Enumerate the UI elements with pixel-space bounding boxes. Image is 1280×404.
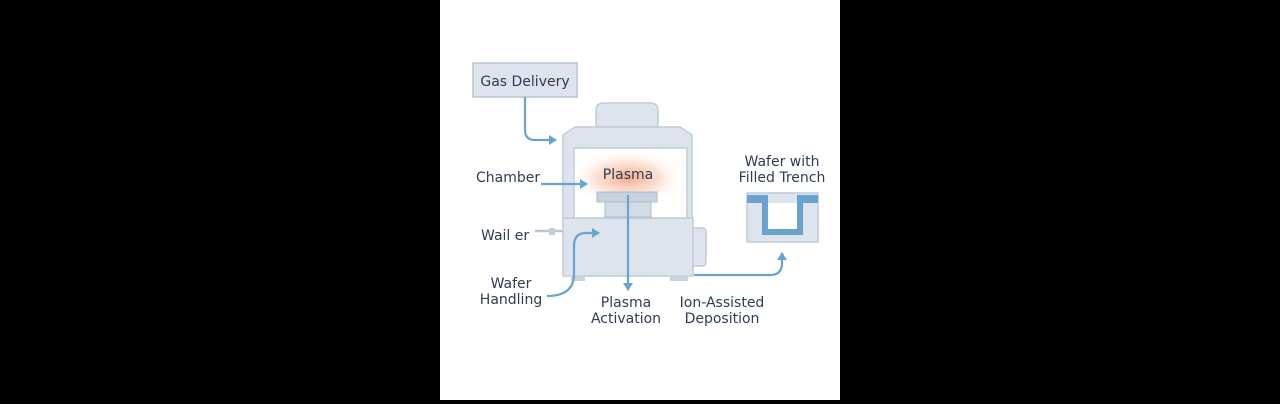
plasma-activation-label-line1: Plasma <box>601 295 651 311</box>
wafer-handling-label-line2: Handling <box>480 292 542 308</box>
wafer-handling-arrow <box>546 228 600 298</box>
tool-foot-right <box>670 275 688 281</box>
wailer-label: Wail er <box>481 228 529 244</box>
plasma-activation-label-line2: Activation <box>591 311 661 327</box>
gas-delivery-label: Gas Delivery <box>480 74 569 90</box>
wafer-trench-illustration <box>746 192 819 243</box>
ion-deposition-arrow <box>694 252 787 277</box>
plasma-label: Plasma <box>603 167 653 183</box>
gas-delivery-box: Gas Delivery <box>472 62 578 98</box>
side-port-fitting <box>549 228 555 235</box>
ion-assisted-label-line1: Ion-Assisted <box>680 295 765 311</box>
gas-delivery-arrow <box>523 97 557 145</box>
tool-foot-left <box>571 275 585 281</box>
deposited-film <box>747 195 818 235</box>
diagram-labels: Chamber Wail er Wafer Handling Plasma Ac… <box>476 154 825 327</box>
ion-assisted-label-line2: Deposition <box>685 311 760 327</box>
tool-top-cap <box>595 102 659 128</box>
trench-void <box>768 203 797 229</box>
wafer-trench-label-line2: Filled Trench <box>739 170 826 186</box>
wafer-trench-label-line1: Wafer with <box>745 154 820 170</box>
chamber-label: Chamber <box>476 170 540 186</box>
flow-arrows <box>523 97 787 298</box>
wafer-handling-label-line1: Wafer <box>491 276 532 292</box>
tool-side-module <box>692 227 707 267</box>
